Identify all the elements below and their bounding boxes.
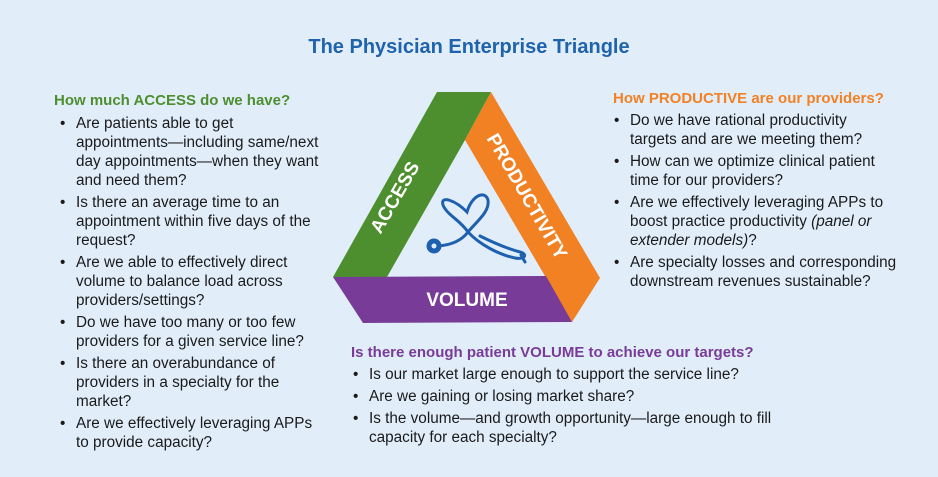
volume-label: VOLUME — [426, 290, 507, 311]
list-item-suffix: ? — [748, 232, 757, 249]
list-item: How can we optimize clinical patient tim… — [612, 152, 897, 190]
list-item-text: Are we effectively leveraging APPs to bo… — [630, 194, 884, 230]
list-item: Is there an overabundance of providers i… — [58, 354, 320, 411]
access-band — [333, 92, 491, 277]
list-item: Are we effectively leveraging APPs to pr… — [58, 414, 320, 452]
list-item: Is our market large enough to support th… — [351, 365, 801, 384]
heart-stethoscope-icon — [426, 193, 527, 264]
list-item: Do we have too many or too few providers… — [58, 313, 320, 351]
access-question-list: Are patients able to get appointments—in… — [58, 114, 320, 455]
list-item: Are we effectively leveraging APPs to bo… — [612, 193, 897, 250]
list-item-italic: (panel or extender models) — [630, 213, 872, 249]
list-item: Do we have rational productivity targets… — [612, 111, 897, 149]
list-item: Is the volume—and growth opportunity—lar… — [351, 409, 801, 447]
list-item: Are we able to effectively direct volume… — [58, 253, 320, 310]
volume-question-list: Is our market large enough to support th… — [351, 365, 801, 450]
volume-heading: Is there enough patient VOLUME to achiev… — [351, 344, 754, 361]
list-item: Is there an average time to an appointme… — [58, 193, 320, 250]
productivity-band — [465, 92, 600, 322]
list-item: Are specialty losses and corresponding d… — [612, 253, 897, 291]
list-item: Are patients able to get appointments—in… — [58, 114, 320, 190]
volume-band — [333, 276, 572, 323]
page-title: The Physician Enterprise Triangle — [308, 36, 630, 58]
productivity-heading: How PRODUCTIVE are our providers? — [613, 90, 884, 107]
access-heading: How much ACCESS do we have? — [54, 92, 291, 109]
productivity-question-list: Do we have rational productivity targets… — [612, 111, 897, 294]
list-item: Are we gaining or losing market share? — [351, 387, 801, 406]
